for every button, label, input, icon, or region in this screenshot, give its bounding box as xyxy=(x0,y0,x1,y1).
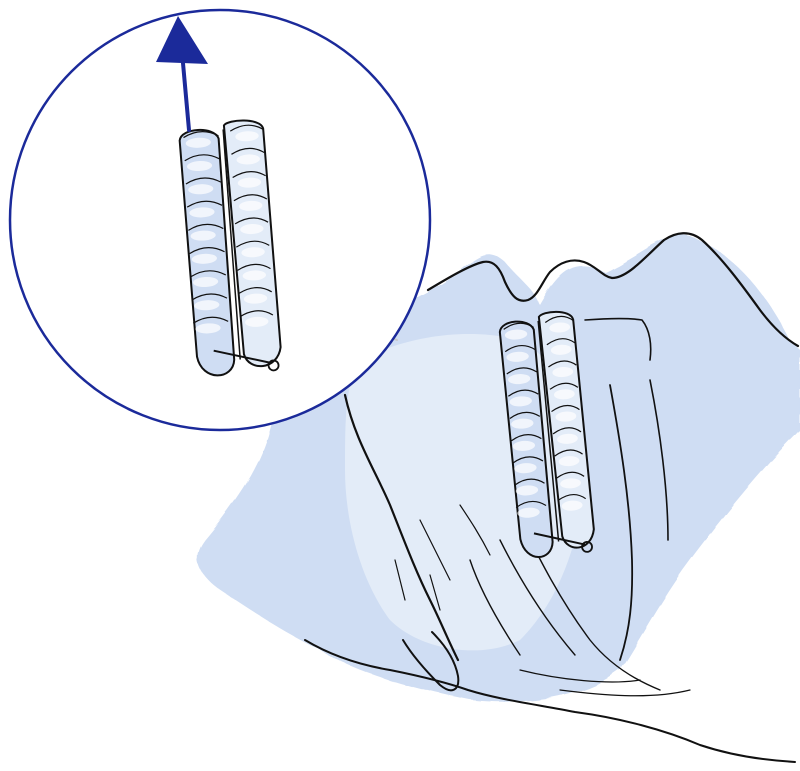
tooth-mark xyxy=(237,263,271,271)
tooth-highlight xyxy=(517,507,540,518)
tooth-mark xyxy=(555,471,585,479)
tooth-mark xyxy=(511,434,542,442)
tooth-highlight xyxy=(237,177,262,188)
tooth-mark xyxy=(185,177,222,185)
tooth-mark xyxy=(191,293,228,301)
callout-mouthguard xyxy=(178,119,282,377)
removal-arrow-icon xyxy=(156,16,208,132)
tooth-highlight xyxy=(512,440,536,451)
tray-divider xyxy=(537,320,560,542)
tooth-mark xyxy=(549,382,579,390)
tooth-mark xyxy=(552,427,582,435)
tooth-highlight xyxy=(240,224,264,235)
tooth-mark xyxy=(507,389,539,397)
tooth-mark xyxy=(506,367,538,375)
tooth-mark xyxy=(233,194,268,202)
tooth-highlight xyxy=(242,270,267,281)
tooth-mark xyxy=(557,494,587,502)
tooth-highlight xyxy=(514,463,537,474)
tooth-mark xyxy=(236,240,270,248)
tooth-mark xyxy=(548,360,577,368)
tooth-mark xyxy=(231,147,265,155)
clasp-wire xyxy=(213,349,272,364)
tooth-highlight xyxy=(558,456,580,467)
tooth-mark xyxy=(192,316,229,324)
tooth-highlight xyxy=(245,316,269,327)
tooth-highlight xyxy=(557,433,578,444)
tooth-mark xyxy=(232,171,266,179)
tooth-mark xyxy=(514,478,545,486)
tray-divider xyxy=(222,129,241,360)
tooth-highlight xyxy=(504,329,528,340)
tooth-highlight xyxy=(194,300,220,311)
tooth-highlight xyxy=(511,418,534,429)
tooth-highlight xyxy=(243,293,268,304)
zoom-callout xyxy=(8,8,432,432)
tooth-mark xyxy=(234,217,269,225)
tooth-mark xyxy=(551,404,580,413)
clasp-ring xyxy=(581,540,593,553)
tooth-highlight xyxy=(241,247,265,258)
tray-right xyxy=(222,119,282,368)
tooth-highlight xyxy=(555,411,577,422)
tooth-mark xyxy=(183,131,219,139)
tooth-highlight xyxy=(506,351,529,362)
tooth-mark xyxy=(186,200,223,208)
tooth-mark xyxy=(238,287,273,295)
mouthguard-in-mouth xyxy=(498,310,595,558)
tooth-mark xyxy=(504,345,536,353)
tooth-highlight xyxy=(549,322,571,333)
tooth-highlight xyxy=(189,207,215,218)
tooth-highlight xyxy=(238,200,263,211)
tooth-highlight xyxy=(560,478,581,489)
clasp-ring xyxy=(267,359,280,372)
tooth-mark xyxy=(544,315,574,323)
tooth-mark xyxy=(184,154,220,162)
tooth-highlight xyxy=(515,485,539,496)
tooth-mark xyxy=(503,322,534,330)
tooth-mark xyxy=(512,456,544,464)
tooth-highlight xyxy=(561,500,583,511)
tooth-highlight xyxy=(509,396,532,407)
tray-right xyxy=(537,310,595,549)
tooth-highlight xyxy=(195,323,221,334)
tooth-mark xyxy=(515,500,547,509)
tooth-mark xyxy=(239,310,274,318)
tooth-highlight xyxy=(235,131,259,142)
tooth-highlight xyxy=(186,160,213,172)
tooth-highlight xyxy=(185,137,211,148)
tooth-mark xyxy=(554,449,583,457)
tooth-highlight xyxy=(552,367,574,378)
tooth-highlight xyxy=(191,253,217,264)
tooth-highlight xyxy=(190,230,216,241)
tooth-mark xyxy=(229,124,264,132)
tooth-highlight xyxy=(550,344,572,355)
clasp-wire xyxy=(533,532,586,546)
tooth-highlight xyxy=(508,374,531,385)
tooth-highlight xyxy=(193,276,219,288)
tooth-mark xyxy=(189,247,225,255)
tooth-highlight xyxy=(553,389,575,400)
tooth-highlight xyxy=(236,154,260,165)
face-outline xyxy=(304,232,800,763)
tooth-mark xyxy=(190,270,227,278)
tooth-highlight xyxy=(188,184,214,195)
tooth-mark xyxy=(546,338,576,346)
tooth-mark xyxy=(188,223,224,231)
tooth-mark xyxy=(509,411,541,419)
